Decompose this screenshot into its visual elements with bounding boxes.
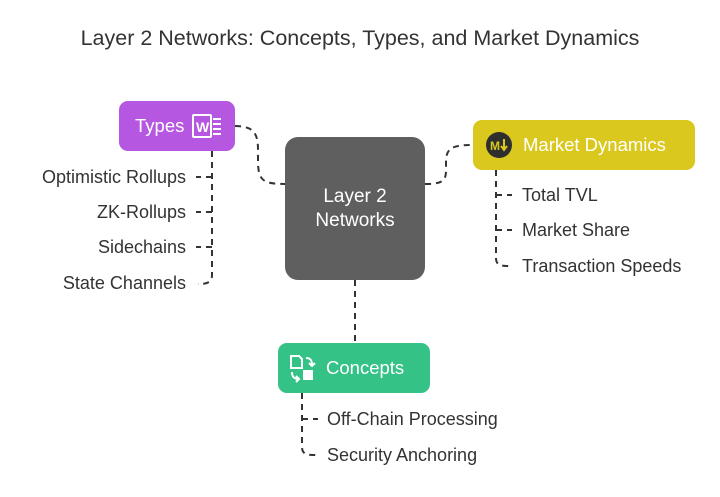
market-item-total-tvl: Total TVL [522, 185, 598, 205]
types-item-zk-rollups: ZK-Rollups [96, 202, 186, 222]
markdown-icon: M [485, 131, 513, 159]
types-label: Types [135, 115, 185, 136]
diagram-title: Layer 2 Networks: Concepts, Types, and M… [80, 26, 640, 50]
market-item-transaction-speeds: Transaction Speeds [522, 256, 682, 276]
market-item-market-share: Market Share [522, 220, 631, 240]
types-item-optimistic-rollups: Optimistic Rollups [41, 167, 186, 187]
concepts-label: Concepts [326, 357, 405, 378]
concepts-item-security-anchoring: Security Anchoring [327, 445, 478, 465]
svg-text:M: M [490, 139, 500, 153]
center-node-layer2-networks: Layer 2 Networks [285, 137, 425, 280]
market-dynamics-node: M Market Dynamics [473, 120, 695, 170]
concepts-item-off-chain-processing: Off-Chain Processing [327, 409, 498, 429]
concepts-node: Concepts [278, 343, 430, 393]
svg-text:W: W [196, 119, 210, 135]
file-sync-icon [288, 353, 316, 383]
market-dynamics-label: Market Dynamics [523, 134, 666, 155]
word-document-icon: W [192, 113, 222, 139]
center-line-2: Networks [315, 209, 395, 231]
types-node: Types W [119, 101, 235, 151]
center-line-1: Layer 2 [323, 185, 387, 207]
types-item-state-channels: State Channels [62, 273, 186, 293]
types-item-sidechains: Sidechains [97, 237, 186, 257]
